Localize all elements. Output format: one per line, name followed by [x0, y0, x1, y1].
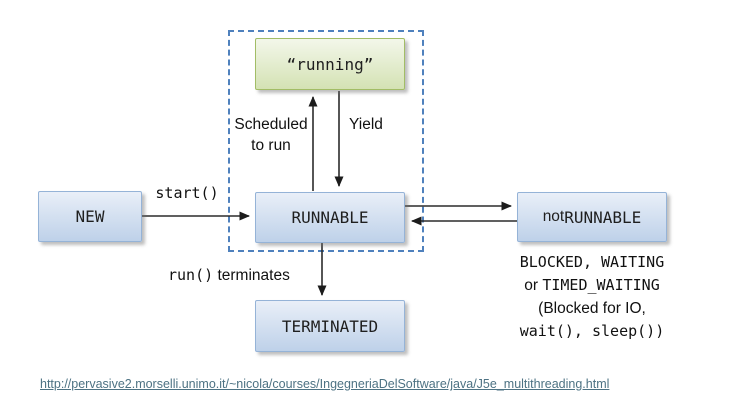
state-label-not-runnable: RUNNABLE [564, 207, 642, 227]
scheduler-dashed-region [228, 30, 424, 252]
state-label-terminated: TERMINATED [281, 316, 379, 336]
state-label-not-prefix: not [542, 208, 565, 225]
note-line-2-prefix: or [524, 277, 543, 294]
note-line-1: BLOCKED, WAITING [519, 253, 665, 271]
state-box-runnable: RUNNABLE [255, 192, 405, 243]
state-label-running: “running” [286, 54, 374, 74]
state-box-terminated: TERMINATED [255, 300, 405, 352]
label-yield: Yield [349, 116, 383, 133]
label-terminates-text: terminates [213, 267, 290, 284]
source-url-link[interactable]: http://pervasive2.morselli.unimo.it/~nic… [40, 377, 610, 391]
note-line-3: (Blocked for IO, [538, 300, 646, 317]
state-label-new: NEW [75, 207, 105, 226]
state-box-new: NEW [38, 191, 142, 242]
label-run-terminates: run() terminates [168, 266, 290, 285]
note-line-2-code: TIMED_WAITING [542, 276, 660, 294]
note-line-2: or TIMED_WAITING [492, 274, 692, 297]
label-run-code: run() [168, 266, 214, 284]
label-scheduled-to-run: Scheduled to run [234, 116, 308, 154]
not-runnable-note: BLOCKED, WAITING or TIMED_WAITING (Block… [492, 251, 692, 343]
note-line-4: wait(), sleep()) [519, 322, 665, 340]
state-box-not-runnable: not RUNNABLE [517, 192, 667, 242]
state-box-running: “running” [255, 38, 405, 90]
label-start-transition: start() [155, 184, 219, 202]
state-label-runnable: RUNNABLE [291, 208, 369, 227]
